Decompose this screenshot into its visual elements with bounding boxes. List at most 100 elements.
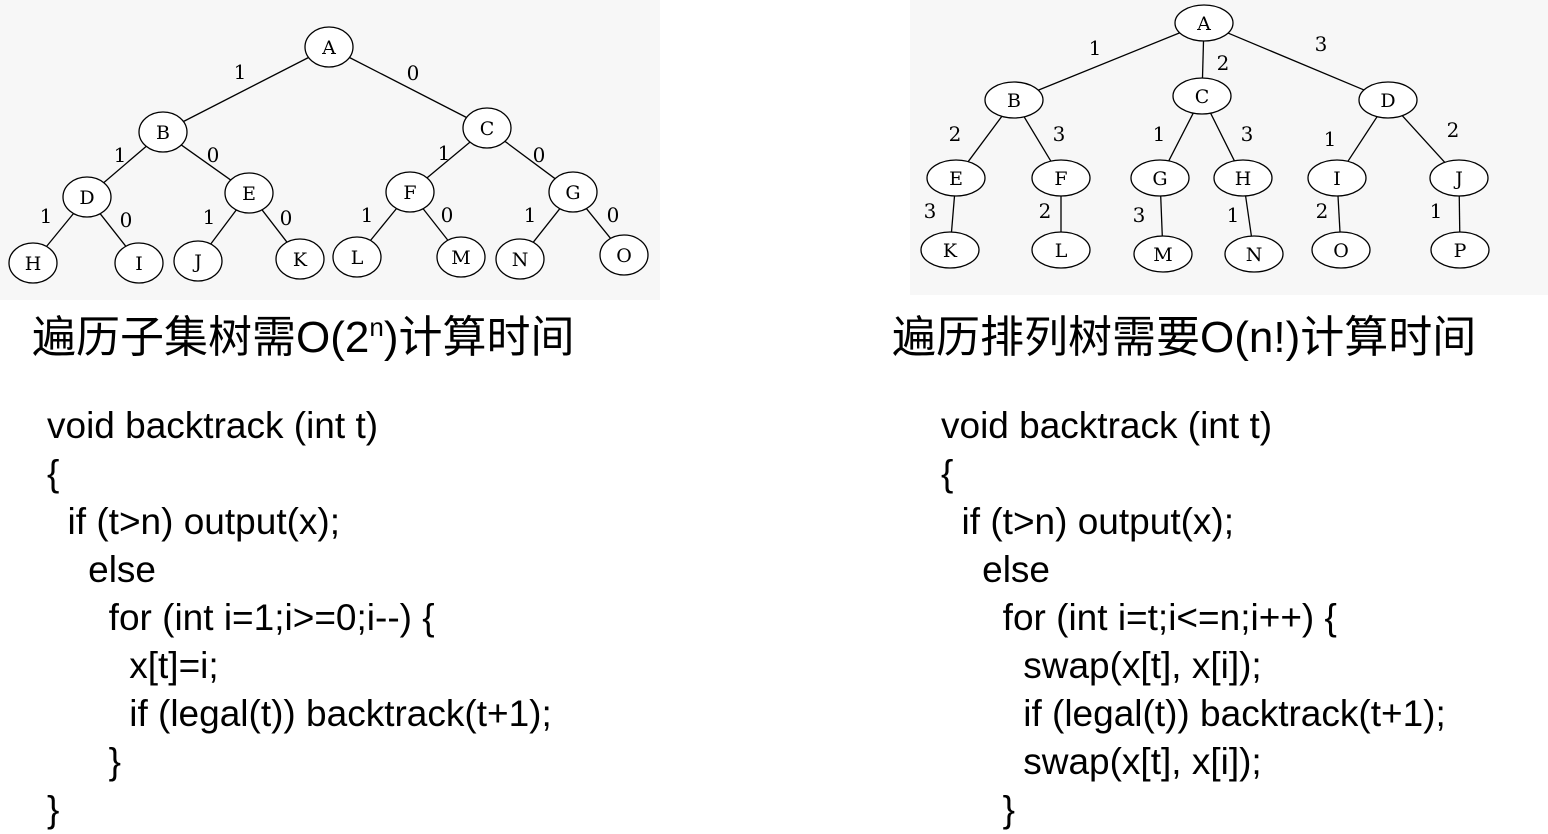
perm-node-label: P — [1454, 240, 1467, 262]
perm-edge-label: 3 — [1133, 203, 1146, 227]
subset-node-label: F — [403, 182, 416, 204]
perm-edge-label: 2 — [1217, 51, 1230, 75]
perm-edge-label: 2 — [1316, 199, 1329, 223]
subset-edge-F-L — [369, 207, 398, 242]
perm-node-label: O — [1333, 240, 1349, 262]
subset-edge-F-M — [421, 207, 450, 242]
code-line: swap(x[t], x[i]); — [941, 741, 1262, 782]
perm-node-label: C — [1195, 86, 1210, 108]
subset-edge-A-C — [346, 55, 470, 120]
perm-node-L: L — [1031, 231, 1091, 269]
perm-node-F: F — [1031, 159, 1091, 197]
subset-node-G: G — [548, 171, 598, 213]
perm-node-M: M — [1133, 235, 1193, 273]
subset-node-label: G — [565, 182, 580, 204]
subset-edge-E-K — [260, 208, 289, 244]
perm-node-J: J — [1429, 159, 1489, 197]
perm-edge-A-B — [1030, 29, 1188, 94]
subset-node-label: J — [192, 251, 202, 273]
perm-node-label: B — [1007, 90, 1021, 112]
perm-edge-label: 1 — [1324, 127, 1337, 151]
subset-edge-label: 0 — [407, 61, 420, 85]
code-line: swap(x[t], x[i]); — [941, 645, 1262, 686]
subset-node-C: C — [462, 107, 512, 149]
code-line: else — [47, 549, 156, 590]
subset-node-I: I — [114, 242, 164, 284]
subset-node-H: H — [8, 242, 58, 284]
subset-edge-label: 1 — [524, 203, 537, 227]
perm-edge-C-G — [1167, 111, 1195, 163]
perm-node-G: G — [1130, 159, 1190, 197]
perm-node-K: K — [920, 231, 980, 269]
subset-edge-label: 0 — [441, 203, 454, 227]
subset-edge-label: 1 — [361, 203, 374, 227]
code-line: } — [47, 741, 122, 782]
perm-node-D: D — [1358, 81, 1418, 119]
perm-node-label: G — [1152, 168, 1167, 190]
perm-edge-E-K — [950, 195, 956, 233]
perm-node-H: H — [1213, 159, 1273, 197]
subset-edge-C-F — [424, 140, 473, 180]
subset-node-A: A — [304, 26, 354, 68]
subset-edge-label: 1 — [438, 141, 451, 165]
perm-edge-I-O — [1337, 195, 1341, 233]
subset-edge-D-I — [98, 212, 128, 248]
subset-node-label: E — [242, 183, 256, 205]
perm-node-label: M — [1153, 244, 1172, 266]
subset-edge-label: 0 — [207, 143, 220, 167]
subset-node-K: K — [275, 238, 325, 280]
perm-edge-A-D — [1220, 29, 1372, 94]
subset-node-label: M — [451, 247, 470, 269]
subset-node-M: M — [436, 236, 486, 278]
subset-node-B: B — [138, 111, 188, 153]
perm-edge-label: 3 — [1315, 32, 1328, 56]
subset-node-label: H — [25, 253, 42, 275]
subset-node-label: D — [79, 187, 94, 209]
subset-node-N: N — [495, 238, 545, 280]
subset-node-label: A — [321, 37, 336, 59]
subset-edge-E-J — [209, 208, 238, 246]
subset-edge-A-B — [180, 55, 312, 124]
perm-node-N: N — [1224, 235, 1284, 273]
code-line: if (legal(t)) backtrack(t+1); — [941, 693, 1446, 734]
perm-node-label: A — [1196, 13, 1211, 35]
perm-edge-G-M — [1160, 195, 1163, 237]
subset-caption-prefix: 遍历子集树需O(2 — [32, 313, 370, 362]
subset-node-label: N — [512, 249, 529, 271]
perm-node-label: I — [1333, 168, 1341, 190]
perm-node-label: N — [1246, 244, 1263, 266]
subset-edge-label: 0 — [607, 203, 620, 227]
subset-edge-label: 1 — [203, 205, 216, 229]
perm-edge-label: 2 — [1039, 199, 1052, 223]
perm-edge-J-P — [1458, 195, 1461, 233]
subset-node-L: L — [332, 236, 382, 278]
perm-node-label: D — [1380, 90, 1395, 112]
subset-edge-label: 0 — [280, 206, 293, 230]
perm-edge-label: 2 — [949, 122, 962, 146]
perm-edge-B-F — [1022, 115, 1053, 163]
perm-node-P: P — [1430, 231, 1490, 269]
perm-node-label: K — [943, 240, 958, 262]
code-line: for (int i=1;i>=0;i--) { — [47, 597, 435, 638]
subset-edge-C-G — [502, 139, 558, 181]
subset-node-label: L — [351, 247, 364, 269]
subset-edge-label: 1 — [114, 143, 127, 167]
code-line: if (t>n) output(x); — [941, 501, 1235, 542]
subset-edge-D-H — [45, 212, 75, 248]
code-line: } — [47, 789, 60, 830]
perm-node-label: L — [1055, 240, 1068, 262]
subset-node-label: B — [156, 122, 170, 144]
subset-node-J: J — [173, 240, 223, 282]
subset-edge-label: 0 — [533, 143, 546, 167]
subset-node-label: C — [480, 118, 495, 140]
subset-tree-caption: 遍历子集树需O(2n)计算时间 — [32, 312, 574, 364]
permutation-code-block: void backtrack (int t) { if (t>n) output… — [941, 402, 1446, 834]
perm-edge-D-I — [1346, 114, 1379, 164]
subset-edge-B-E — [178, 143, 234, 182]
code-line: x[t]=i; — [47, 645, 219, 686]
code-line: void backtrack (int t) — [47, 405, 379, 446]
subset-edge-G-N — [531, 207, 562, 244]
